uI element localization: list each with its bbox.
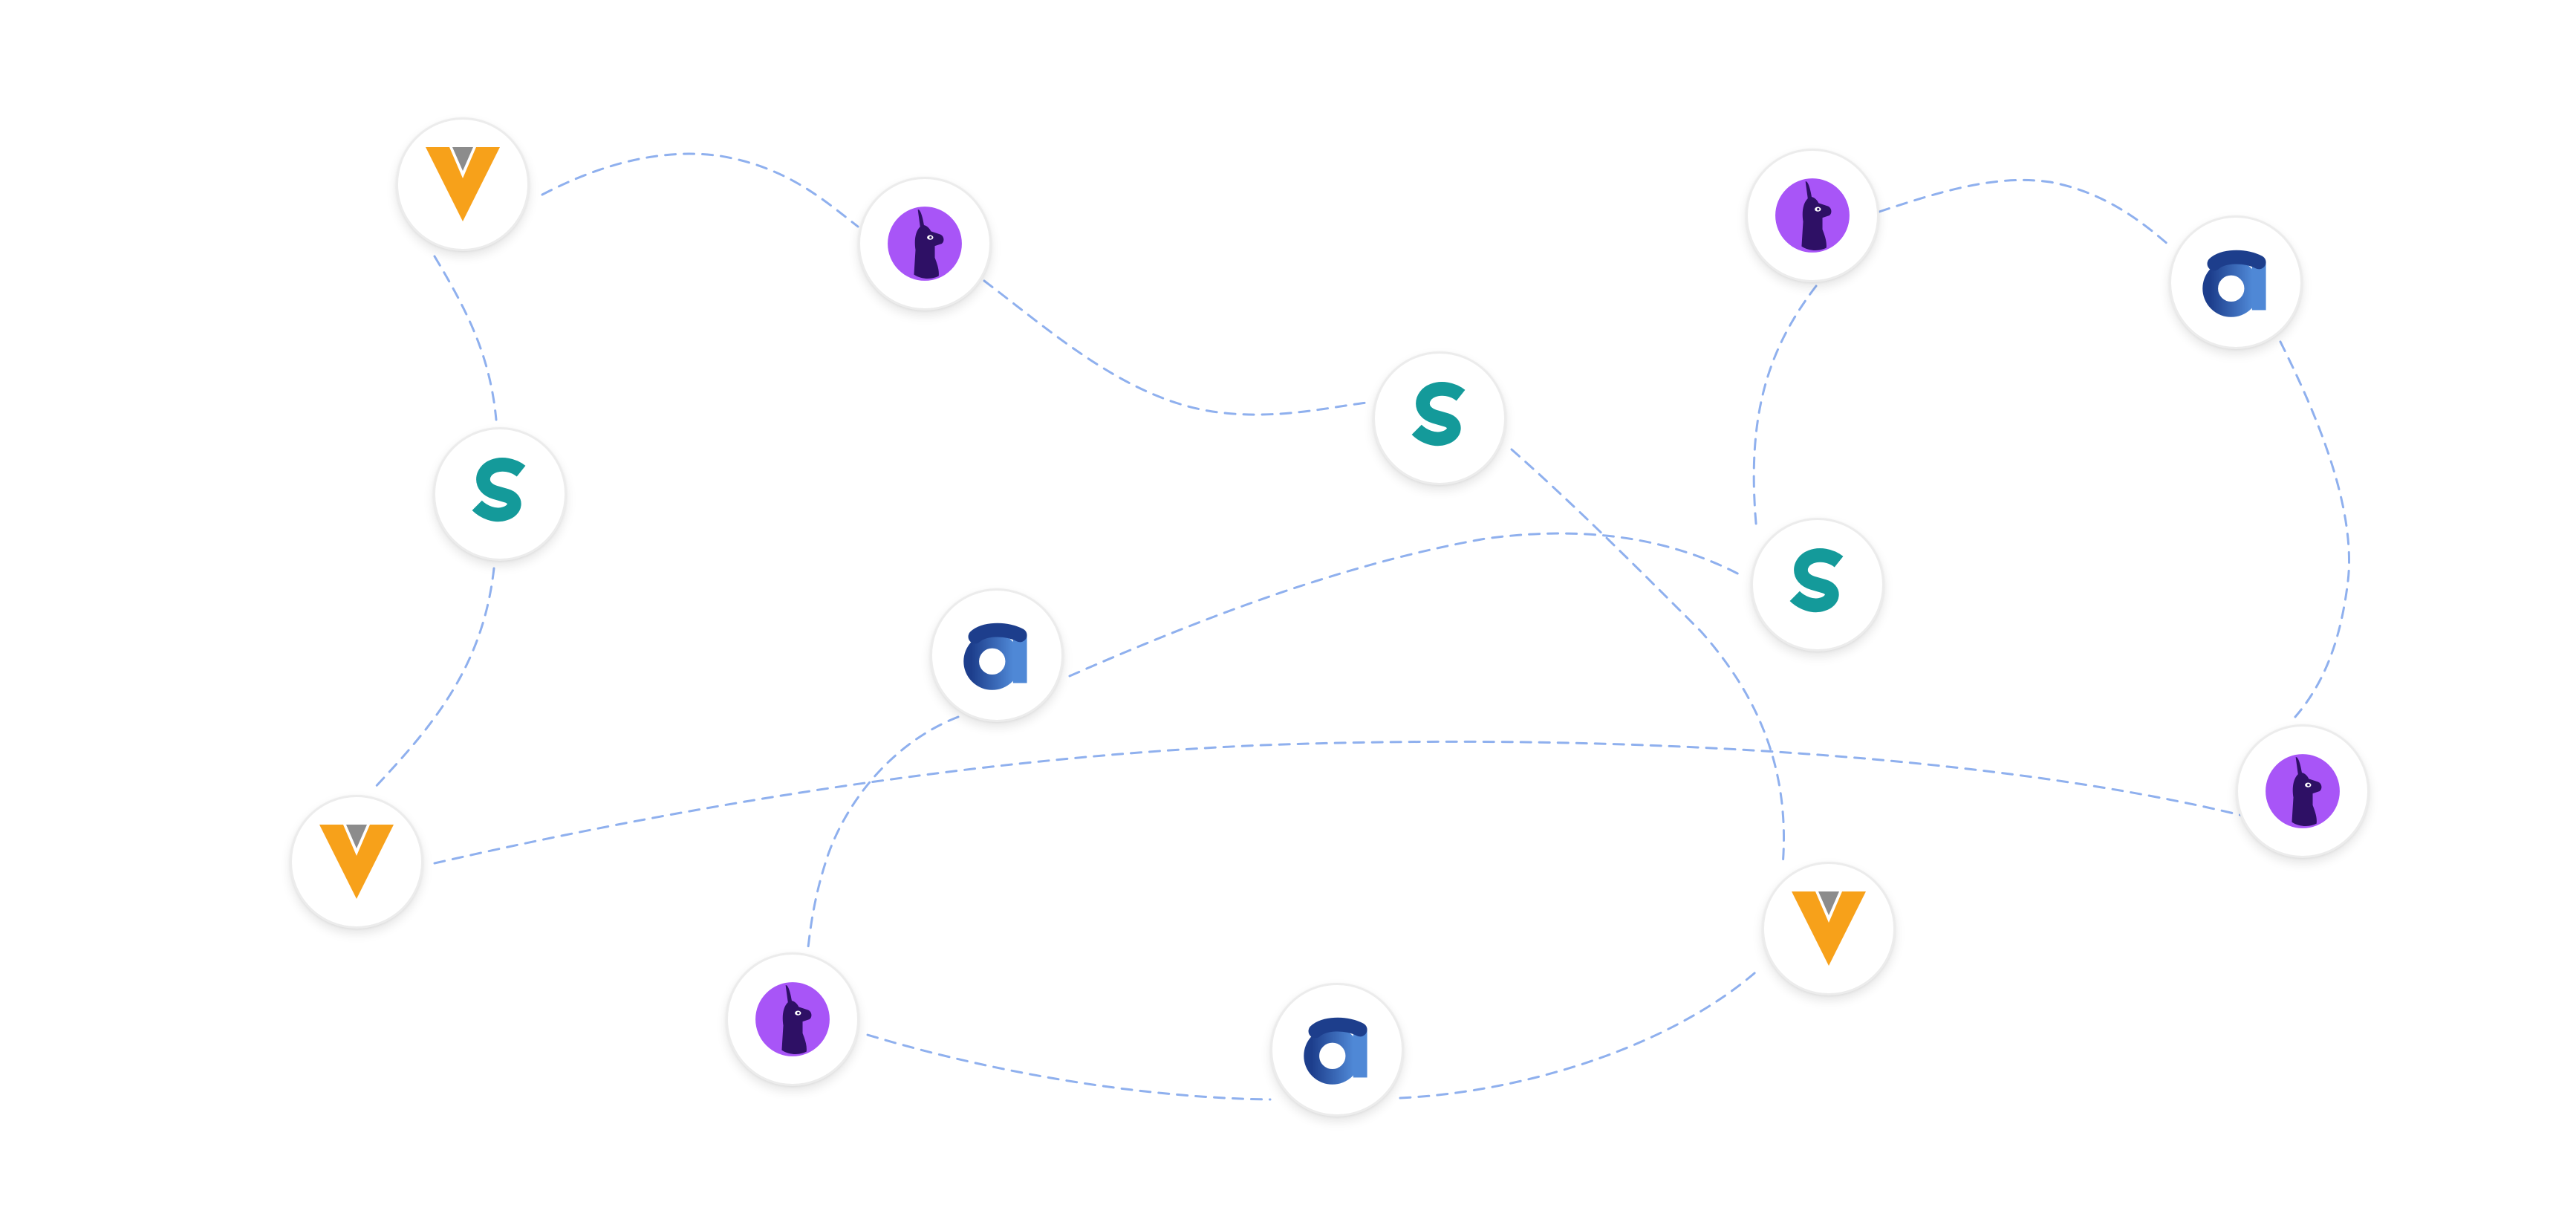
edge-n2-n4 — [983, 279, 1368, 416]
blue-a-logo-icon — [1304, 1017, 1367, 1085]
node-s-logo[interactable] — [433, 427, 567, 561]
purple-llama-logo-icon — [888, 207, 962, 281]
edge-n10-n12 — [866, 1033, 1272, 1101]
orange-v-logo-icon — [426, 147, 500, 221]
teal-s-logo-icon — [472, 458, 526, 522]
edge-n9-n11 — [433, 740, 2245, 865]
node-a-logo[interactable] — [2169, 215, 2303, 349]
blue-a-logo-icon — [963, 623, 1027, 690]
orange-v-logo-icon — [319, 825, 394, 899]
node-llama-logo[interactable] — [2236, 724, 2370, 858]
edge-n6-n11 — [2279, 340, 2350, 718]
edge-n8-n7 — [1068, 532, 1743, 678]
node-llama-logo[interactable] — [726, 952, 859, 1086]
purple-llama-logo-icon — [755, 982, 830, 1056]
node-v-logo[interactable] — [1762, 862, 1896, 995]
teal-s-logo-icon — [1789, 548, 1844, 613]
edge-n5-n7 — [1752, 285, 1818, 533]
edge-n5-n6 — [1878, 178, 2170, 247]
node-a-logo[interactable] — [1270, 983, 1404, 1117]
node-v-logo[interactable] — [290, 795, 423, 929]
blue-a-logo-icon — [2202, 250, 2266, 317]
node-s-logo[interactable] — [1373, 351, 1506, 485]
teal-s-logo-icon — [1411, 382, 1466, 446]
edge-n3-n9 — [370, 567, 495, 793]
edge-n12-n13 — [1399, 967, 1762, 1099]
node-llama-logo[interactable] — [1746, 149, 1879, 282]
edge-n1-n3 — [433, 255, 498, 421]
purple-llama-logo-icon — [2266, 754, 2340, 828]
edge-n1-n2 — [541, 152, 859, 228]
node-a-logo[interactable] — [930, 588, 1064, 722]
purple-llama-logo-icon — [1775, 178, 1850, 253]
node-s-logo[interactable] — [1751, 518, 1884, 652]
edge-n8-n10 — [807, 715, 960, 949]
node-v-logo[interactable] — [396, 117, 530, 251]
orange-v-logo-icon — [1792, 891, 1866, 966]
node-llama-logo[interactable] — [858, 177, 992, 311]
edge-n4-n13 — [1510, 448, 1786, 867]
